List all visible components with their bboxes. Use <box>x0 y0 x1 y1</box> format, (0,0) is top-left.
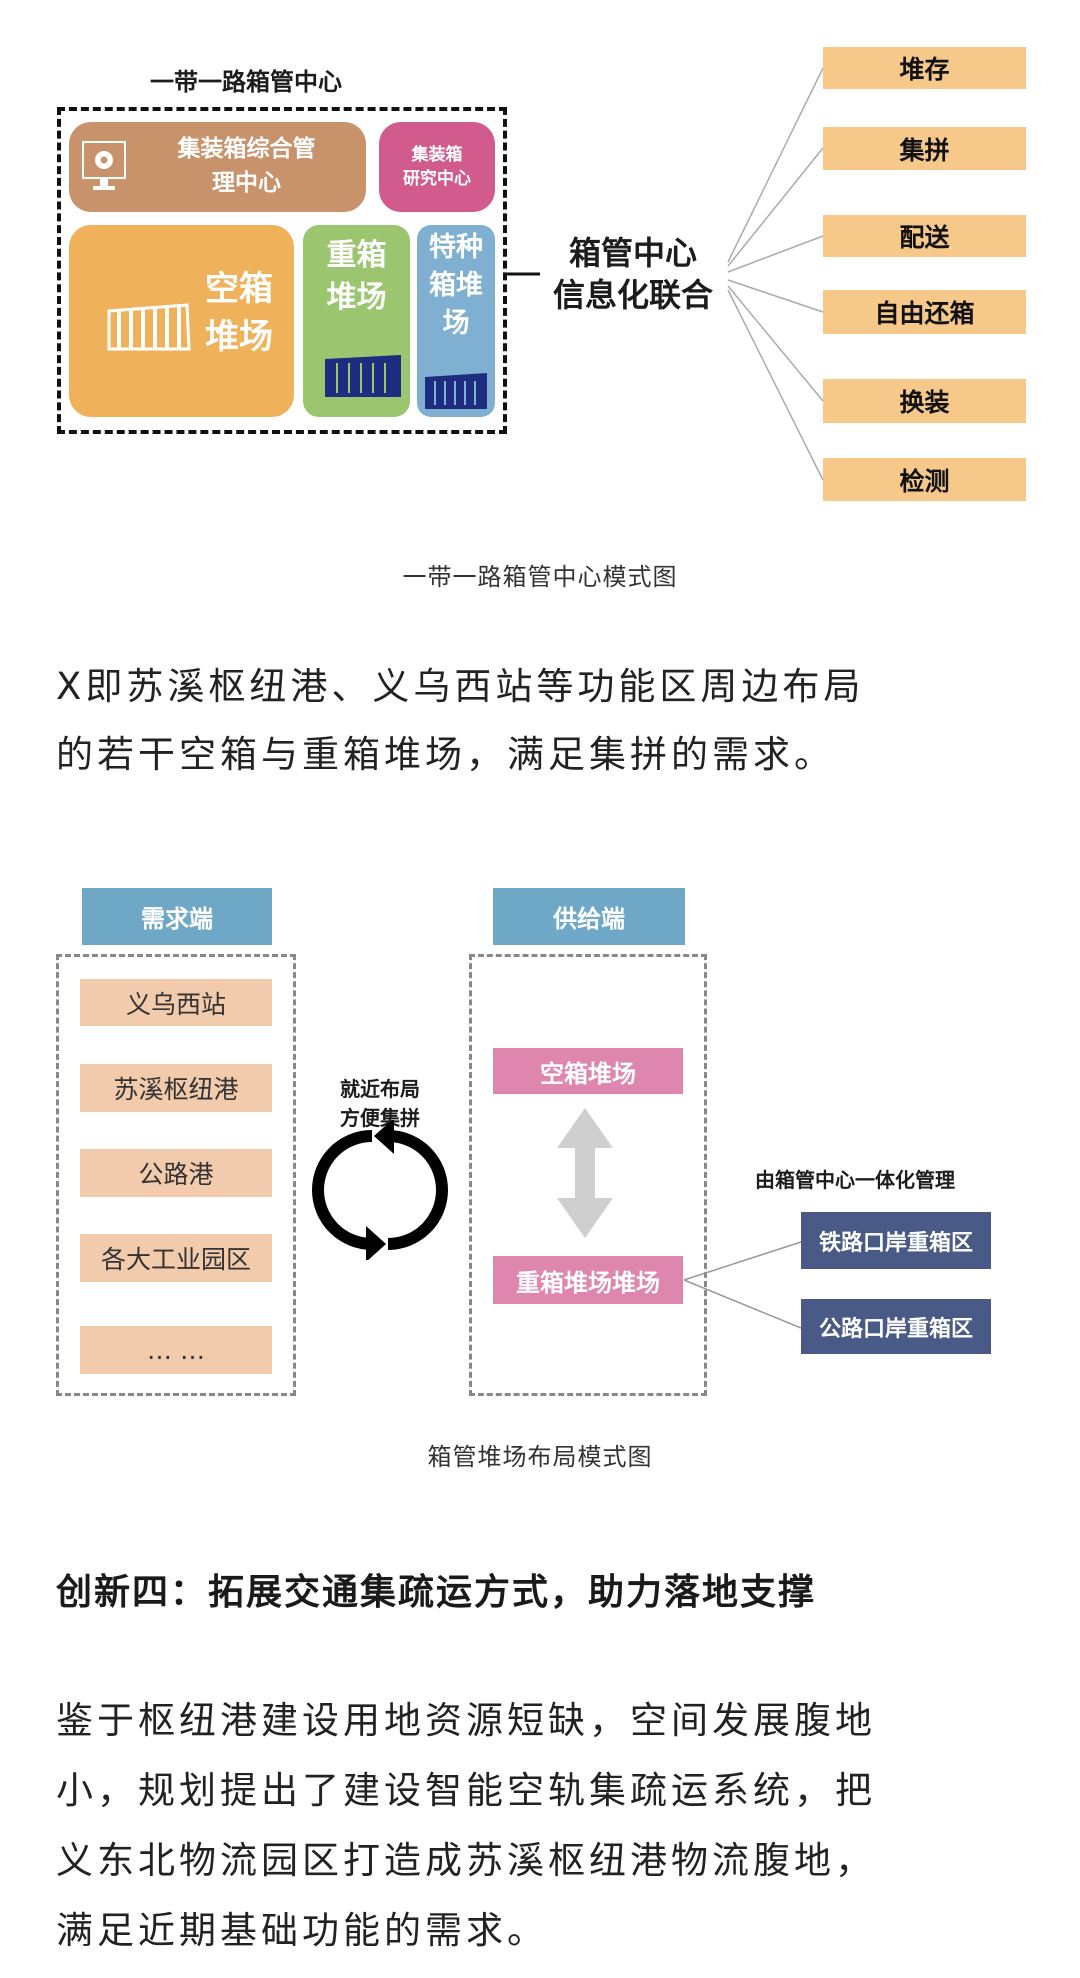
diagram1-title: 一带一路箱管中心 <box>150 68 342 96</box>
middle-label-line1: 就近布局 <box>340 1077 420 1101</box>
mgmt-label: 由箱管中心一体化管理 <box>755 1168 955 1192</box>
function-box: 配送 <box>823 215 1026 257</box>
container-icon <box>425 373 487 409</box>
paragraph2-line: 鉴于枢纽港建设用地资源短缺，空间发展腹地 <box>56 1699 876 1742</box>
cycle-arrows-icon <box>312 1120 448 1260</box>
mgmt-center-line2: 理中心 <box>212 170 281 196</box>
paragraph2-line: 义东北物流园区打造成苏溪枢纽港物流腹地， <box>56 1839 876 1882</box>
demand-item: 公路港 <box>80 1149 272 1197</box>
paragraph1-line: 的若干空箱与重箱堆场，满足集拼的需求。 <box>56 733 835 776</box>
zone-box: 公路口岸重箱区 <box>801 1299 991 1354</box>
middle-label: 就近布局 方便集拼 <box>320 1075 440 1133</box>
hub-dashed-frame <box>57 107 507 434</box>
empty-yard-line2: 堆场 <box>205 317 273 357</box>
double-arrow-icon <box>557 1108 613 1238</box>
supply-frame <box>469 954 707 1396</box>
research-center-line2: 研究中心 <box>403 169 471 189</box>
diagram1-caption: 一带一路箱管中心模式图 <box>402 563 678 591</box>
heavy-yard-line2: 堆场 <box>326 280 387 315</box>
mgmt-center-box: 集装箱综合管 理中心 <box>69 122 366 212</box>
demand-item: … … <box>80 1326 272 1374</box>
zone-connector-lines <box>683 1241 802 1329</box>
empty-yard-line1: 空箱 <box>205 269 273 309</box>
function-box: 堆存 <box>823 47 1026 89</box>
supply-empty-yard: 空箱堆场 <box>493 1048 683 1094</box>
monitor-gear-icon <box>82 141 126 190</box>
hub-label: 箱管中心 信息化联合 <box>540 232 726 316</box>
hub-label-line1: 箱管中心 <box>568 234 697 272</box>
section-heading: 创新四：拓展交通集疏运方式，助力落地支撑 <box>56 1572 817 1613</box>
paragraph2-line: 小，规划提出了建设智能空轨集疏运系统，把 <box>56 1769 876 1812</box>
special-yard-line2: 箱堆 <box>429 270 483 301</box>
hub-connector-lines <box>505 67 824 481</box>
demand-frame <box>56 954 296 1396</box>
function-box: 集拼 <box>823 127 1026 170</box>
function-box: 检测 <box>823 458 1026 501</box>
heavy-yard-line1: 重箱 <box>326 238 387 273</box>
demand-item: 各大工业园区 <box>80 1234 272 1282</box>
demand-item: 义乌西站 <box>80 979 272 1026</box>
empty-yard-box: 空箱 堆场 <box>69 225 294 417</box>
zone-box: 铁路口岸重箱区 <box>801 1212 991 1269</box>
container-icon <box>107 303 191 351</box>
container-icon <box>325 355 401 397</box>
paragraph1-line: X即苏溪枢纽港、义乌西站等功能区周边布局 <box>56 665 865 708</box>
demand-item: 苏溪枢纽港 <box>80 1064 272 1112</box>
mgmt-center-line1: 集装箱综合管 <box>177 136 316 162</box>
demand-header: 需求端 <box>82 888 272 945</box>
research-center-box: 集装箱 研究中心 <box>379 122 495 212</box>
supply-heavy-yard: 重箱堆场堆场 <box>493 1256 683 1304</box>
supply-header: 供给端 <box>493 888 685 945</box>
function-box: 自由还箱 <box>823 290 1026 334</box>
special-yard-line3: 场 <box>442 308 470 339</box>
diagram2-caption: 箱管堆场布局模式图 <box>427 1443 653 1471</box>
hub-label-line2: 信息化联合 <box>552 276 713 314</box>
middle-label-line2: 方便集拼 <box>340 1106 420 1130</box>
heavy-yard-box: 重箱 堆场 <box>303 225 410 417</box>
special-yard-line1: 特种 <box>429 232 483 263</box>
function-box: 换装 <box>823 379 1026 423</box>
paragraph2-line: 满足近期基础功能的需求。 <box>56 1909 548 1952</box>
special-yard-box: 特种 箱堆 场 <box>417 225 495 417</box>
research-center-line1: 集装箱 <box>411 145 463 165</box>
